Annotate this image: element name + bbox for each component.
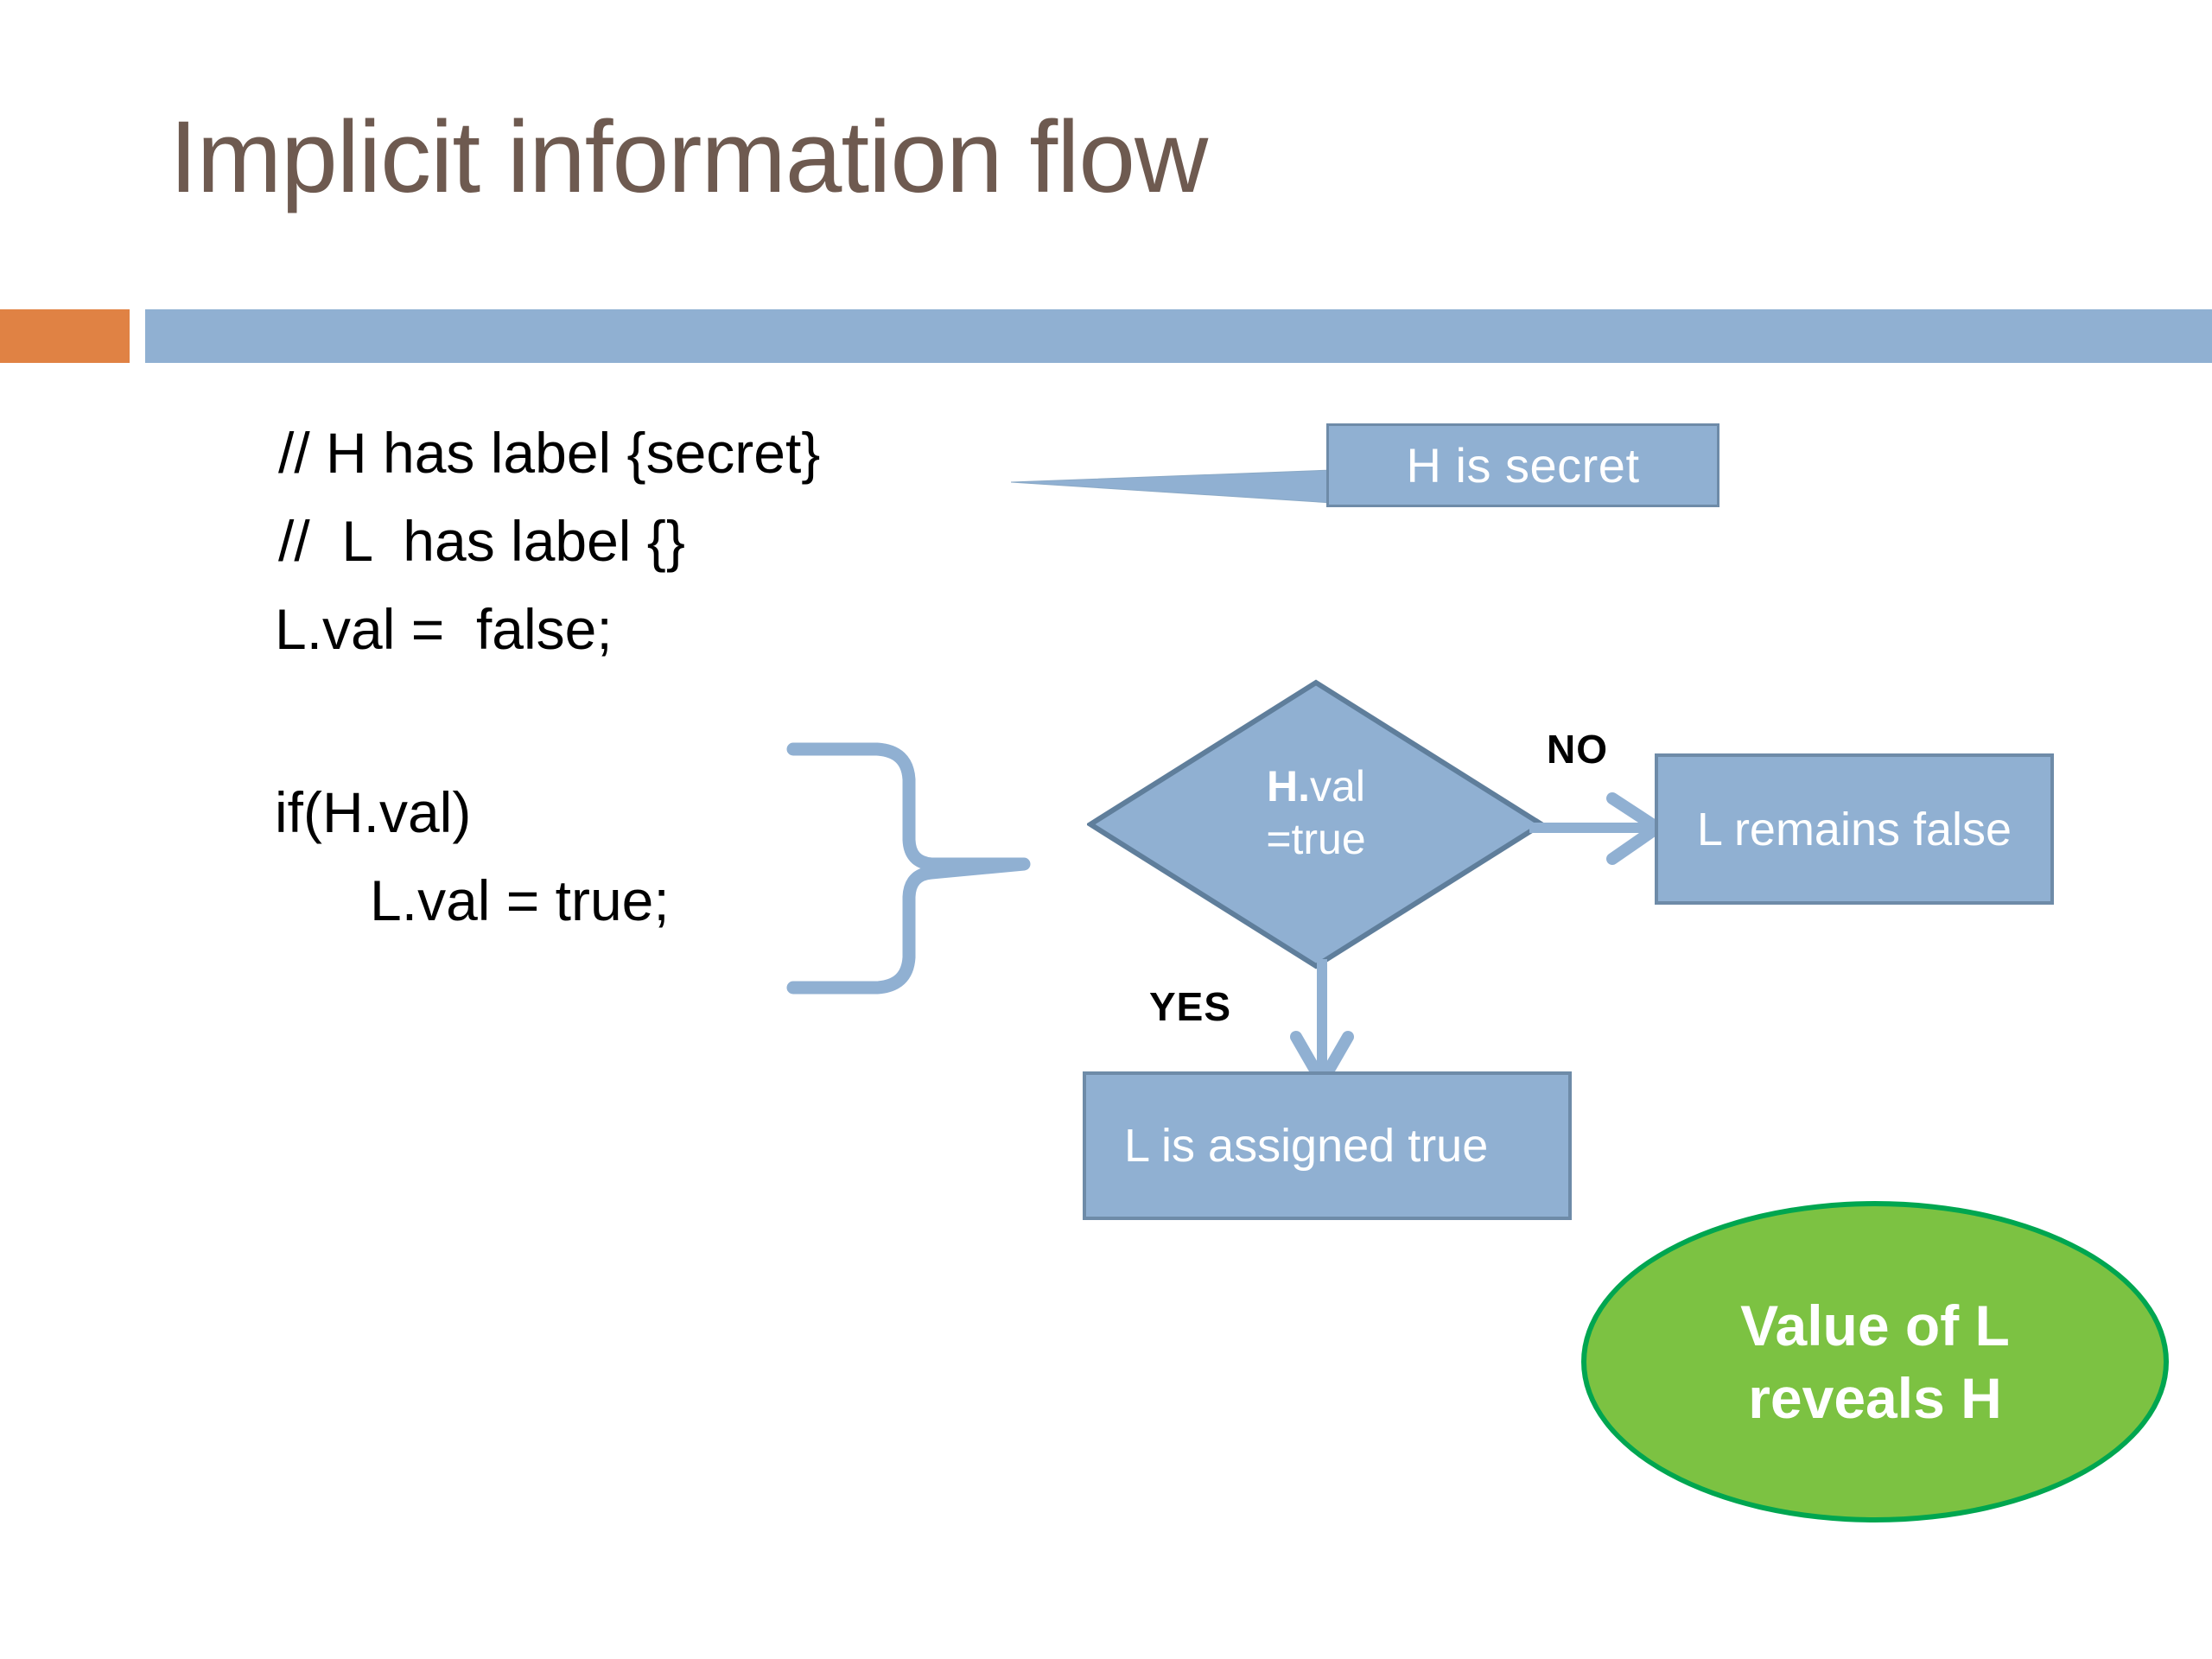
curly-brace-icon (778, 726, 1037, 1011)
conclusion-line-1: Value of L (1740, 1293, 2010, 1357)
arrow-no-icon (1529, 786, 1668, 873)
callout-h-is-secret: H is secret (1326, 423, 1719, 507)
code-line-comment-h: // H has label {secret} (278, 421, 821, 485)
code-line-assign-false: L.val = false; (275, 597, 613, 661)
decision-diamond-h-val (1085, 679, 1547, 969)
accent-bar-orange (0, 309, 130, 363)
edge-label-yes: YES (1149, 984, 1232, 1029)
arrow-yes-icon (1287, 959, 1357, 1089)
edge-label-no: NO (1547, 727, 1608, 772)
flow-box-l-remains-false: L remains false (1655, 753, 2054, 905)
conclusion-line-2: reveals H (1748, 1366, 2002, 1430)
code-line-if: if(H.val) (275, 780, 472, 844)
code-line-comment-l: // L has label {} (278, 509, 685, 573)
page-title: Implicit information flow (169, 100, 1208, 214)
code-line-assign-true: L.val = true; (275, 868, 670, 932)
callout-tail-icon (1010, 458, 1333, 510)
flow-box-l-assigned-true: L is assigned true (1083, 1071, 1572, 1220)
conclusion-ellipse: Value of L reveals H (1581, 1201, 2169, 1522)
divider-bar-blue (145, 309, 2212, 363)
